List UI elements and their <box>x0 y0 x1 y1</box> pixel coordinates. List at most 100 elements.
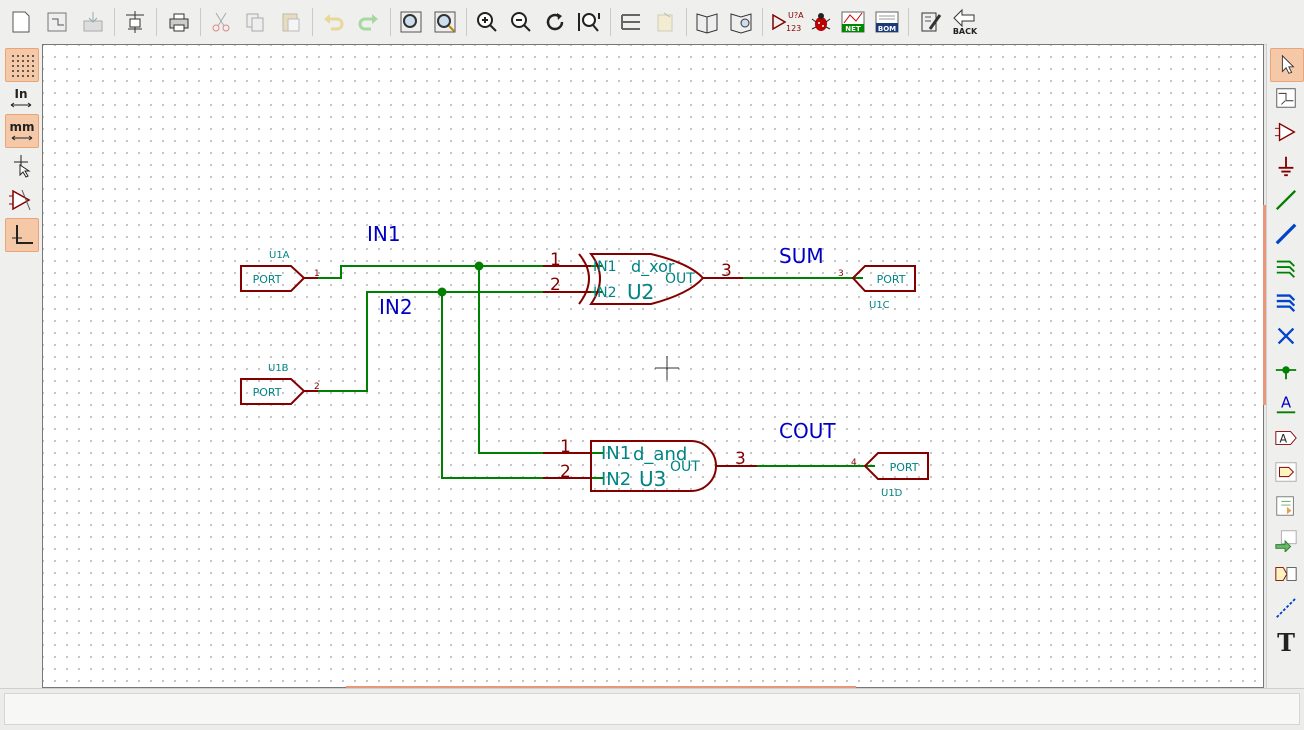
place-symbol-button[interactable] <box>1270 116 1302 148</box>
port-u1b-pin-num: 2 <box>314 382 320 392</box>
paste-button[interactable] <box>276 6 306 38</box>
net-label-in1[interactable]: IN1 <box>367 222 401 246</box>
wires <box>318 265 875 479</box>
wire-bus-entry-icon <box>1276 260 1295 278</box>
open-hierarchy-button[interactable] <box>42 6 72 38</box>
netlist-button[interactable]: NET <box>838 6 868 38</box>
and-gate-u3[interactable]: 1 2 3 IN1 IN2 OUT d_and U3 <box>543 437 757 492</box>
orthogonal-icon <box>12 225 33 244</box>
place-junction-button[interactable] <box>1270 354 1302 386</box>
wire-in2-to-and[interactable] <box>441 292 603 479</box>
xor-pin3-num: 3 <box>721 261 732 281</box>
wire-in1[interactable] <box>318 265 603 279</box>
bus-to-bus-entry-button[interactable] <box>1270 286 1302 318</box>
erc-button[interactable] <box>806 6 836 38</box>
units-inch-button[interactable]: In <box>5 82 37 114</box>
place-text-button[interactable]: T <box>1270 626 1302 658</box>
grid-icon <box>12 55 34 77</box>
select-tool-button[interactable] <box>1270 48 1304 82</box>
new-page-icon <box>12 11 30 33</box>
grid-toggle-button[interactable] <box>5 48 39 82</box>
port-u1c[interactable]: PORT U1C 3 <box>838 265 916 311</box>
place-global-label-button[interactable]: A <box>1270 422 1302 454</box>
left-toolbar: In mm <box>0 44 42 688</box>
place-power-button[interactable] <box>1270 150 1302 182</box>
navigator-icon <box>621 14 640 30</box>
library-browser-button[interactable] <box>726 6 756 38</box>
zoom-fit-button[interactable] <box>574 6 604 38</box>
no-connect-button[interactable] <box>1270 320 1302 352</box>
place-hier-label-button[interactable] <box>1270 456 1302 488</box>
back-arrow-icon <box>953 8 975 28</box>
netlist-label: NET <box>845 25 861 33</box>
bom-button[interactable]: BOM <box>872 6 902 38</box>
redo-button[interactable] <box>354 6 384 38</box>
redraw-button[interactable] <box>540 6 570 38</box>
xor-pin1-num: 1 <box>550 250 561 270</box>
edit-fields-button[interactable] <box>916 6 946 38</box>
page-settings-icon <box>126 11 144 33</box>
net-label-sum[interactable]: SUM <box>779 244 824 268</box>
save-button[interactable] <box>78 6 108 38</box>
cursor-shape-button[interactable] <box>5 150 37 182</box>
bom-icon: BOM <box>875 11 899 33</box>
xor-ref: U2 <box>627 280 654 304</box>
net-label-cout[interactable]: COUT <box>779 419 836 443</box>
wire-to-bus-entry-button[interactable] <box>1270 252 1302 284</box>
junction-in1 <box>474 261 484 271</box>
zoom-out-icon <box>511 12 531 32</box>
horizontal-scrollbar[interactable] <box>346 686 856 689</box>
net-label-in2[interactable]: IN2 <box>379 295 413 319</box>
new-schematic-button[interactable] <box>6 6 36 38</box>
right-toolbar: A A T <box>1266 44 1304 688</box>
zoom-in-button[interactable] <box>472 6 502 38</box>
place-hier-sheet-button[interactable] <box>1270 490 1302 522</box>
place-wire-button[interactable] <box>1270 184 1302 216</box>
xor-pin2-num: 2 <box>550 275 561 295</box>
place-bus-button[interactable] <box>1270 218 1302 250</box>
copy-button[interactable] <box>240 6 270 38</box>
port-u1b-label: PORT <box>253 386 282 399</box>
hidden-pins-button[interactable] <box>5 184 37 216</box>
hierarchy-navigator-button[interactable] <box>616 6 646 38</box>
printer-icon <box>169 13 189 32</box>
xor-gate-u2[interactable]: 1 2 3 IN1 IN2 OUT d_xor U2 <box>543 250 743 305</box>
cut-button[interactable] <box>206 6 236 38</box>
place-sheet-pin-button[interactable] <box>1270 558 1302 590</box>
find-button[interactable] <box>396 6 426 38</box>
schematic-canvas[interactable]: IN1 IN2 SUM COUT PORT U1A 1 PORT U1B 2 P… <box>42 44 1264 688</box>
port-u1b-ref: U1B <box>268 363 289 374</box>
place-net-label-button[interactable]: A <box>1270 388 1302 420</box>
print-button[interactable] <box>164 6 194 38</box>
highlight-net-button[interactable] <box>1270 82 1302 114</box>
units-mm-button[interactable]: mm <box>5 114 39 148</box>
text-tool-label: T <box>1277 627 1295 657</box>
wire-in2[interactable] <box>318 291 603 392</box>
leave-sheet-button[interactable] <box>650 6 680 38</box>
import-pin-icon <box>1275 530 1297 552</box>
port-u1c-label: PORT <box>877 273 906 286</box>
page-settings-button[interactable] <box>120 6 150 38</box>
port-u1c-pin-num: 3 <box>838 269 844 279</box>
undo-button[interactable] <box>318 6 348 38</box>
find-replace-button[interactable] <box>430 6 460 38</box>
place-graphic-line-button[interactable] <box>1270 592 1302 624</box>
arrow-cursor-icon <box>1281 54 1295 74</box>
hier-sheet-icon <box>1276 496 1294 516</box>
vertical-scrollbar[interactable] <box>1263 205 1266 405</box>
library-editor-button[interactable] <box>692 6 722 38</box>
and-body <box>590 440 717 492</box>
orthogonal-wire-button[interactable] <box>5 218 39 252</box>
find-replace-icon <box>434 11 456 33</box>
bug-icon <box>811 13 831 31</box>
net-label-icon: A <box>1276 395 1296 414</box>
back-button[interactable]: BACK <box>948 6 982 38</box>
dashed-line-icon <box>1276 598 1296 618</box>
port-u1d[interactable]: PORT U1D 4 <box>851 452 929 499</box>
port-u1a[interactable]: PORT U1A 1 <box>240 250 320 292</box>
import-sheet-pin-button[interactable] <box>1270 524 1302 556</box>
zoom-out-button[interactable] <box>506 6 536 38</box>
port-u1b[interactable]: PORT U1B 2 <box>240 363 320 405</box>
